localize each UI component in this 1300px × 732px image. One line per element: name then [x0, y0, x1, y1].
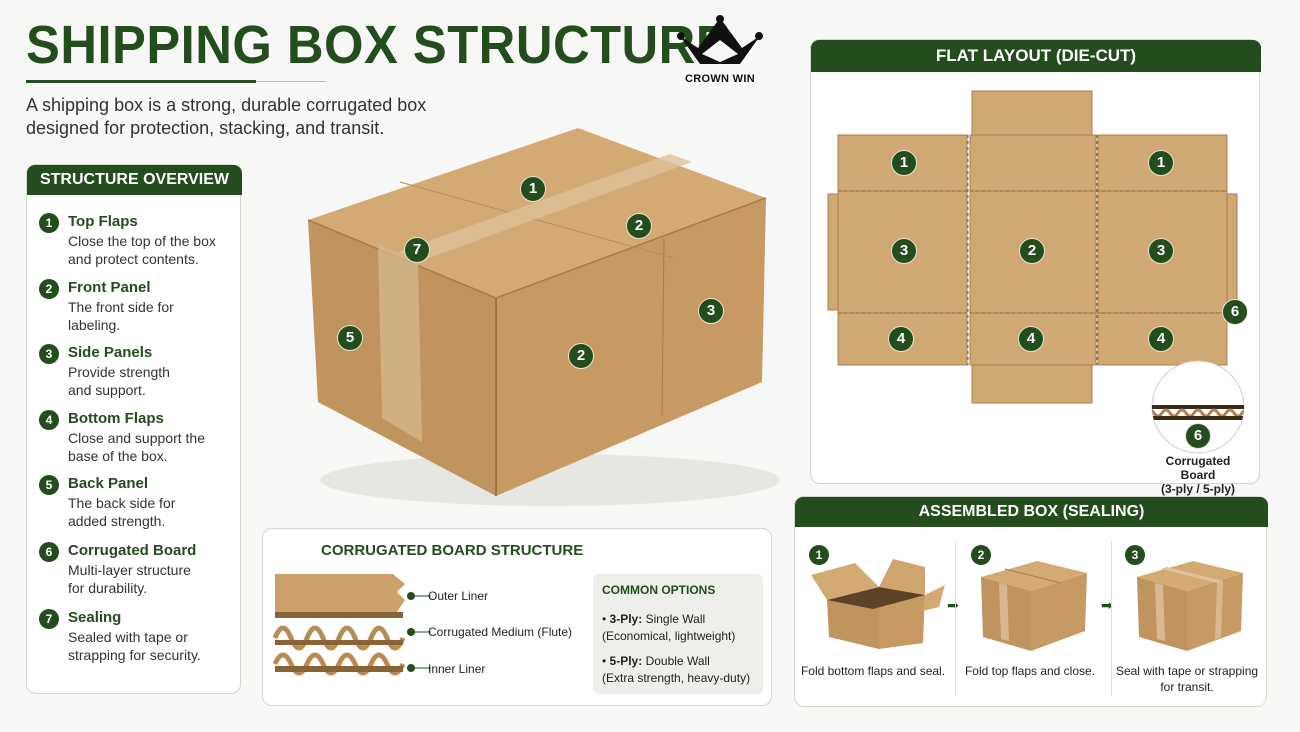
corrugated-structure-panel: CORRUGATED BOARD STRUCTURE Outer Liner C… — [262, 528, 772, 706]
flat-marker: 3 — [891, 238, 917, 264]
assembled-box-title: ASSEMBLED BOX (SEALING) — [795, 497, 1268, 527]
common-options-title: COMMON OPTIONS — [602, 583, 716, 597]
title-underline — [26, 80, 256, 83]
title-underline-thin — [256, 81, 326, 82]
flat-marker: 4 — [888, 326, 914, 352]
item-desc: Sealed with tape or strapping for securi… — [68, 629, 201, 663]
option-name: 5-Ply: — [609, 654, 643, 668]
item-desc: Multi-layer structure for durability. — [68, 562, 191, 596]
item-title: Sealing — [68, 609, 122, 626]
board-cross-section — [273, 574, 431, 676]
item-number: 5 — [39, 475, 59, 495]
box-marker: 1 — [520, 176, 546, 202]
step-arrow-icon: ➡ — [947, 597, 959, 613]
flat-marker: 4 — [1018, 326, 1044, 352]
step3-sealed-box — [1137, 561, 1243, 651]
option-item: • 3-Ply: Single Wall(Economical, lightwe… — [602, 612, 736, 643]
crown-icon — [677, 15, 763, 64]
die-cut-diagram — [827, 90, 1238, 404]
flat-marker: 1 — [1148, 150, 1174, 176]
item-desc: Provide strength and support. — [68, 364, 170, 398]
box-marker: 3 — [698, 298, 724, 324]
board-label-sub: (3-ply / 5-ply) — [1160, 482, 1235, 496]
flat-layout-title: FLAT LAYOUT (DIE-CUT) — [811, 40, 1261, 72]
step1-open-box — [811, 559, 945, 649]
option-item: • 5-Ply: Double Wall(Extra strength, hea… — [602, 654, 751, 685]
flat-marker: 3 — [1148, 238, 1174, 264]
item-number: 1 — [39, 213, 59, 233]
page-title: SHIPPING BOX STRUCTURE — [26, 15, 731, 75]
item-title: Top Flaps — [68, 213, 138, 230]
option-name: 3-Ply: — [609, 612, 643, 626]
item-desc: The back side for added strength. — [68, 495, 176, 529]
brand-name: CROWN WIN — [685, 73, 755, 85]
layer-label: Outer Liner — [428, 589, 489, 603]
item-desc: Close the top of the box and protect con… — [68, 233, 216, 267]
item-desc: The front side for labeling. — [68, 299, 174, 333]
flat-marker: 2 — [1019, 238, 1045, 264]
step-caption: Fold bottom flaps and seal. — [800, 664, 946, 678]
box-marker: 2 — [568, 343, 594, 369]
flat-marker: 6 — [1222, 299, 1248, 325]
board-marker: 6 — [1185, 423, 1211, 449]
item-number: 7 — [39, 609, 59, 629]
assembled-box-panel: ASSEMBLED BOX (SEALING) 1 Fold bottom fl… — [794, 496, 1268, 707]
item-title: Front Panel — [68, 279, 151, 296]
item-title: Side Panels — [68, 344, 153, 361]
step-caption: Seal with tape or strapping for transit. — [1115, 664, 1259, 694]
flat-marker: 1 — [891, 150, 917, 176]
item-number: 6 — [39, 542, 59, 562]
item-title: Bottom Flaps — [68, 410, 164, 427]
option-value: Double Wall — [645, 654, 710, 668]
corrugated-detail-circle — [1151, 360, 1245, 454]
step-number: 1 — [809, 545, 829, 565]
item-number: 3 — [39, 344, 59, 364]
corrugated-structure-title: CORRUGATED BOARD STRUCTURE — [321, 542, 584, 559]
corrugated-board-label: Corrugated Board (3-ply / 5-ply) — [1148, 454, 1248, 496]
box-marker: 7 — [404, 237, 430, 263]
step2-closed-box — [981, 561, 1087, 651]
page-subtitle: A shipping box is a strong, durable corr… — [26, 95, 427, 138]
overview-title: STRUCTURE OVERVIEW — [27, 165, 242, 195]
layer-label: Corrugated Medium (Flute) — [428, 625, 573, 639]
option-note: (Extra strength, heavy-duty) — [602, 671, 751, 685]
step-caption: Fold top flaps and close. — [964, 664, 1096, 678]
common-options-box: COMMON OPTIONS • 3-Ply: Single Wall(Econ… — [593, 574, 763, 694]
item-number: 2 — [39, 279, 59, 299]
step-divider — [1111, 541, 1112, 696]
step-number: 3 — [1125, 545, 1145, 565]
flat-marker: 4 — [1148, 326, 1174, 352]
box-marker: 5 — [337, 325, 363, 351]
brand-logo: CROWN WIN — [672, 14, 768, 88]
item-desc: Close and support the base of the box. — [68, 430, 205, 464]
item-title: Back Panel — [68, 475, 149, 492]
step-divider — [955, 541, 956, 696]
board-label-title: Corrugated Board — [1165, 454, 1231, 482]
item-title: Corrugated Board — [68, 542, 197, 559]
step-number: 2 — [971, 545, 991, 565]
option-value: Single Wall — [645, 612, 706, 626]
box-marker: 2 — [626, 213, 652, 239]
layer-label: Inner Liner — [428, 662, 486, 676]
step-arrow-icon: ➡ — [1101, 597, 1113, 613]
option-note: (Economical, lightweight) — [602, 629, 736, 643]
item-number: 4 — [39, 410, 59, 430]
